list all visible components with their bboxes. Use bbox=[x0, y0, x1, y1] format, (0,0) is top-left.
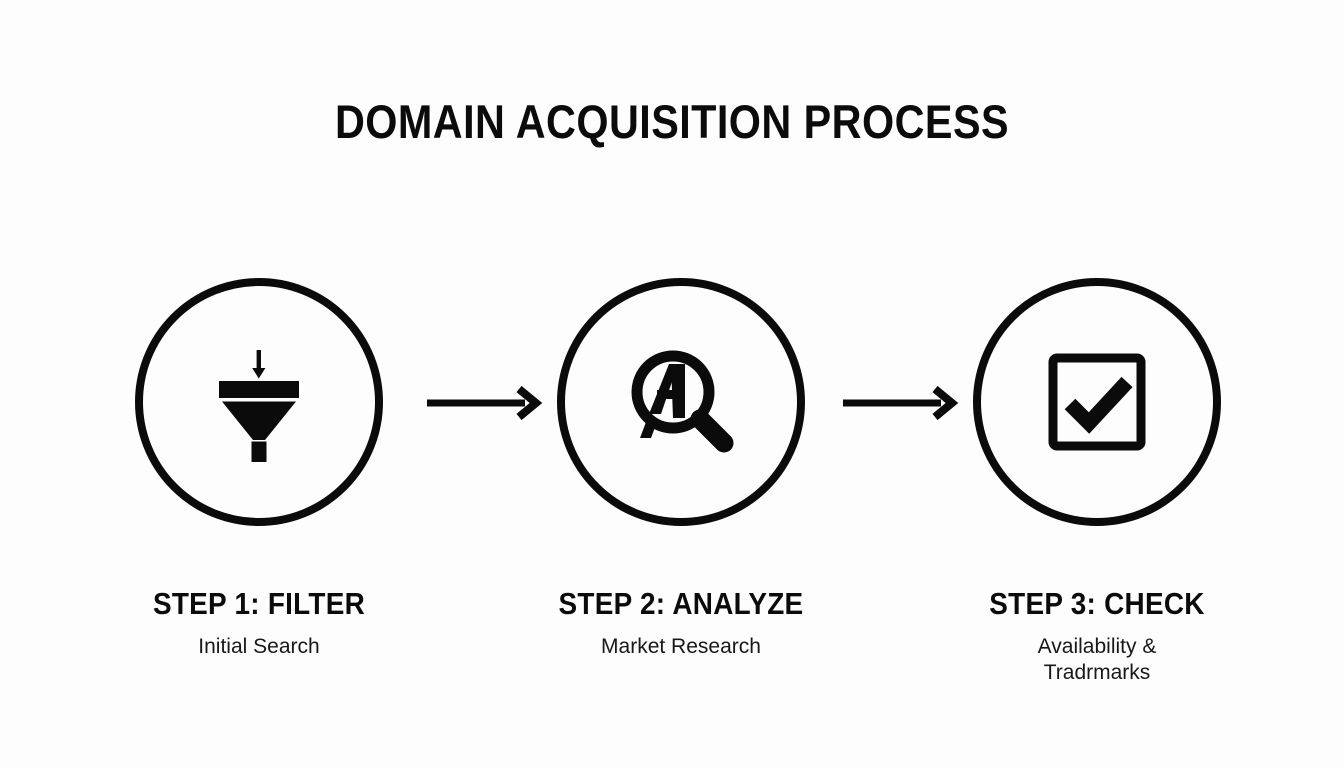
step-1-heading: STEP 1: FILTER bbox=[152, 586, 366, 621]
magnifying-glass-letter-a-icon bbox=[621, 342, 741, 462]
arrow-right-icon bbox=[425, 386, 543, 420]
step-3-subtitle-line-1: Availability & bbox=[1037, 634, 1157, 658]
funnel-filter-icon bbox=[199, 342, 319, 462]
step-3-subtitle: Availability & Tradrmarks bbox=[947, 634, 1247, 688]
step-2-heading: STEP 2: ANALYZE bbox=[558, 586, 804, 621]
step-3-subtitle-line-2: Tradrmarks bbox=[1043, 661, 1151, 685]
arrow-right-icon bbox=[841, 386, 959, 420]
step-3-heading: STEP 3: CHECK bbox=[989, 586, 1205, 621]
step-2-subtitle: Market Research bbox=[531, 634, 831, 661]
process-step-2: STEP 2: ANALYZE Market Research bbox=[531, 278, 831, 660]
checked-checkbox-icon bbox=[1037, 342, 1157, 462]
step-1-circle bbox=[135, 278, 383, 526]
step-1-subtitle-line-1: Initial Search bbox=[198, 634, 320, 658]
step-2-subtitle-line-1: Market Research bbox=[601, 634, 761, 658]
page-title: DOMAIN ACQUISITION PROCESS bbox=[334, 95, 1009, 148]
step-2-circle bbox=[557, 278, 805, 526]
process-step-1: STEP 1: FILTER Initial Search bbox=[109, 278, 409, 660]
process-step-3: STEP 3: CHECK Availability & Tradrmarks bbox=[947, 278, 1247, 687]
step-3-circle bbox=[973, 278, 1221, 526]
step-1-subtitle: Initial Search bbox=[109, 634, 409, 661]
